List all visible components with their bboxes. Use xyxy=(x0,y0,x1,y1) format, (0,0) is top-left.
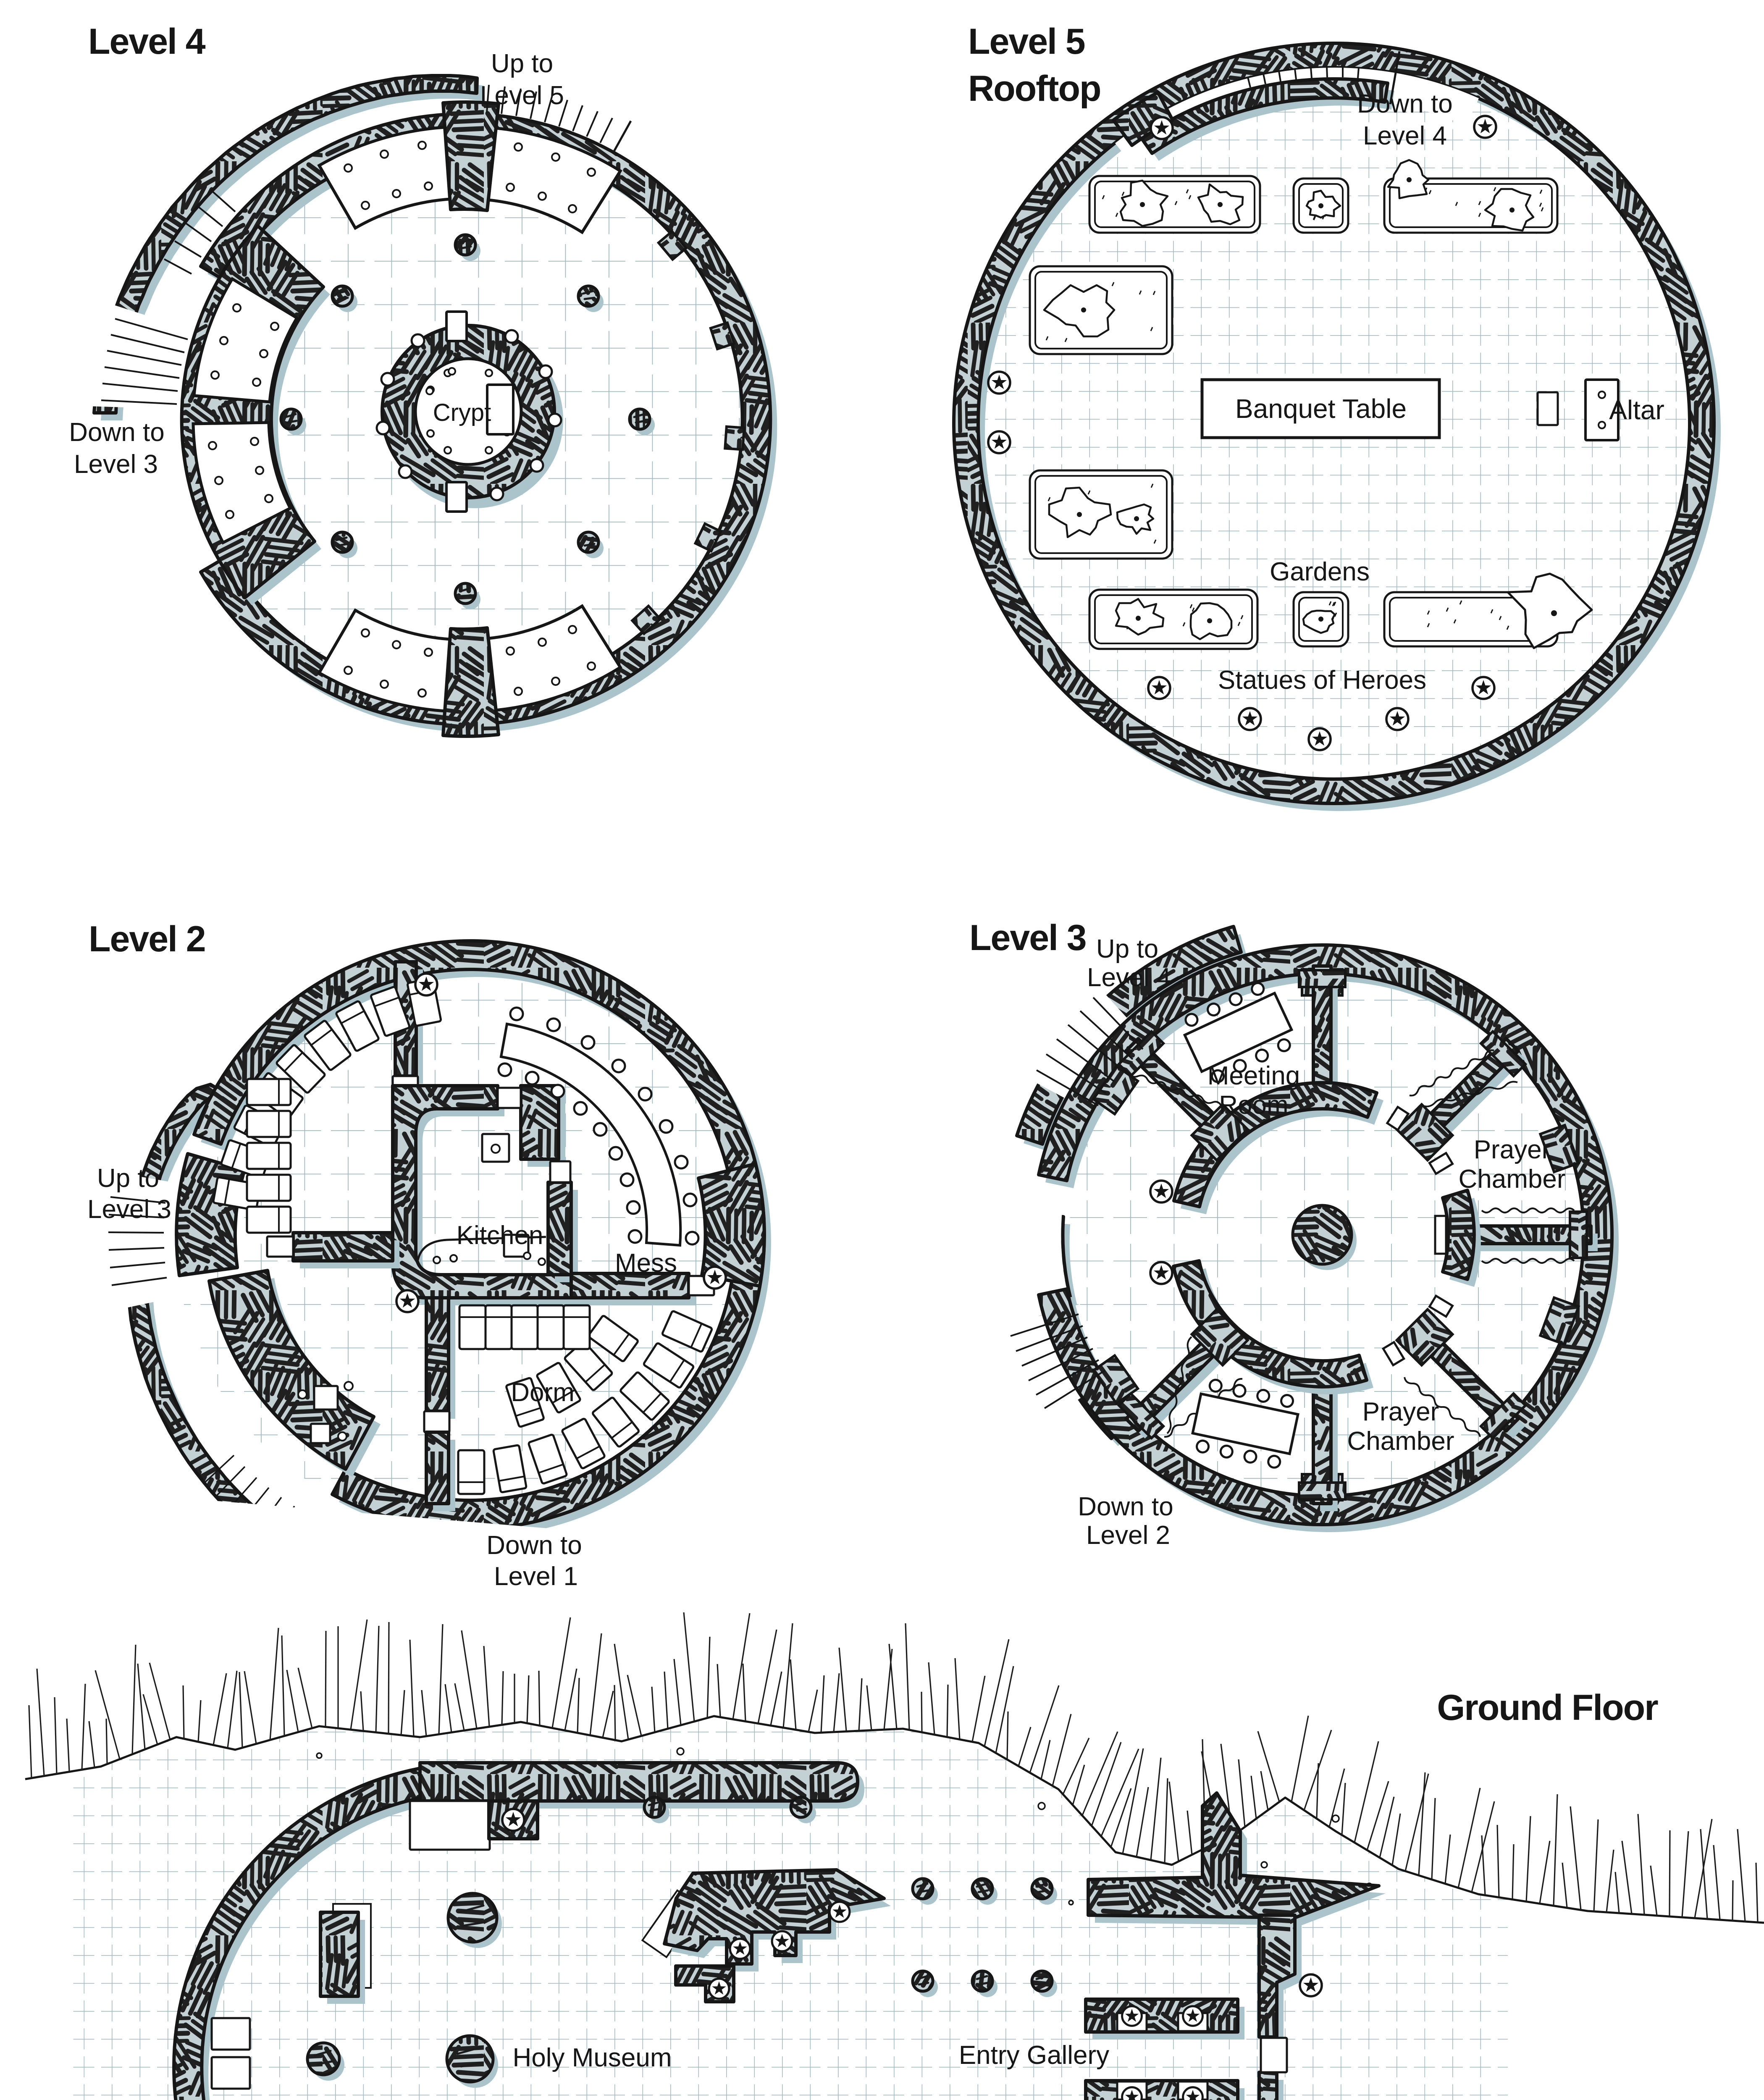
svg-text:Up to: Up to xyxy=(97,1164,159,1193)
svg-text:Up to: Up to xyxy=(491,49,553,78)
svg-text:Holy Museum: Holy Museum xyxy=(513,2043,672,2072)
svg-text:Level 5: Level 5 xyxy=(480,81,564,110)
svg-text:Level 4: Level 4 xyxy=(1087,963,1171,992)
svg-text:Level 5: Level 5 xyxy=(968,21,1085,62)
svg-text:Crypt: Crypt xyxy=(433,399,491,426)
svg-text:Level 1: Level 1 xyxy=(494,1562,578,1591)
svg-text:Banquet Table: Banquet Table xyxy=(1235,394,1407,424)
svg-text:Meeting: Meeting xyxy=(1208,1061,1300,1090)
svg-text:Down to: Down to xyxy=(69,418,164,447)
svg-text:Dorm: Dorm xyxy=(511,1378,575,1407)
svg-text:Level 3: Level 3 xyxy=(74,450,158,479)
svg-text:Prayer: Prayer xyxy=(1474,1135,1551,1164)
svg-text:Level 4: Level 4 xyxy=(1363,121,1447,150)
svg-text:Gardens: Gardens xyxy=(1270,557,1370,586)
svg-text:Rooftop: Rooftop xyxy=(968,68,1101,109)
svg-text:Up to: Up to xyxy=(1096,934,1158,963)
svg-text:Level 4: Level 4 xyxy=(88,21,206,62)
svg-text:Kitchen: Kitchen xyxy=(457,1221,543,1250)
svg-text:Room: Room xyxy=(1219,1091,1288,1120)
svg-text:Mess: Mess xyxy=(615,1249,677,1278)
svg-text:Down to: Down to xyxy=(1078,1492,1173,1521)
svg-text:Entry Gallery: Entry Gallery xyxy=(959,2041,1109,2070)
svg-text:Level 2: Level 2 xyxy=(89,919,205,959)
svg-text:Level 3: Level 3 xyxy=(87,1195,171,1224)
svg-text:Level 3: Level 3 xyxy=(969,918,1086,958)
svg-text:Chamber: Chamber xyxy=(1347,1427,1454,1456)
svg-text:Chamber: Chamber xyxy=(1459,1165,1566,1194)
svg-text:Altar: Altar xyxy=(1609,395,1664,425)
svg-text:Down to: Down to xyxy=(1357,89,1452,118)
svg-text:Prayer: Prayer xyxy=(1362,1397,1439,1426)
svg-text:Ground Floor: Ground Floor xyxy=(1437,1688,1658,1728)
svg-text:Statues of Heroes: Statues of Heroes xyxy=(1218,666,1426,695)
svg-text:Level 2: Level 2 xyxy=(1086,1521,1170,1550)
svg-text:Down to: Down to xyxy=(486,1531,582,1560)
